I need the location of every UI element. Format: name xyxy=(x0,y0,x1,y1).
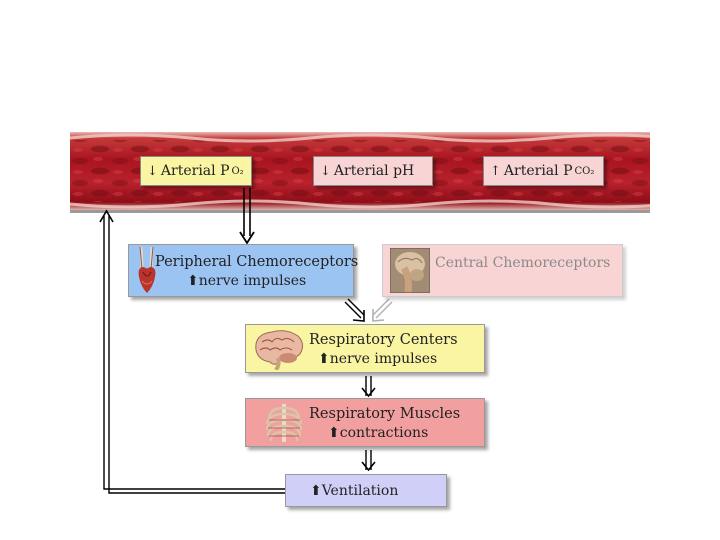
chip-label: Arterial P xyxy=(160,163,230,179)
central-title: Central Chemoreceptors xyxy=(435,255,611,271)
carotid-artery-icon xyxy=(138,247,156,293)
central-chemoreceptors-box: Central Chemoreceptors xyxy=(382,244,623,297)
feedback-loop-arrow xyxy=(99,209,285,494)
brain-icon xyxy=(255,330,304,370)
chip-subscript: O₂ xyxy=(231,165,244,177)
rib-cage-icon xyxy=(265,404,303,442)
muscles-detail-row: ⬆contractions xyxy=(328,425,428,441)
respiratory-centers-box: Respiratory Centers ⬆nerve impulses xyxy=(245,324,485,373)
blood-vessel-banner xyxy=(70,132,650,213)
peripheral-title: Peripheral Chemoreceptors xyxy=(155,254,359,270)
ventilation-box: ⬆Ventilation xyxy=(285,474,447,507)
arterial-po2-chip: ↓ Arterial P O₂ xyxy=(140,156,252,186)
up-arrow-icon: ⬆ xyxy=(328,425,340,441)
up-arrow-icon: ↑ xyxy=(490,163,501,179)
chip-label: Arterial pH xyxy=(333,163,415,179)
centers-to-muscles-arrow xyxy=(361,376,376,398)
muscles-detail: contractions xyxy=(339,425,429,441)
arterial-pco2-chip: ↑ Arterial P CO₂ xyxy=(483,156,604,186)
po2-to-peripheral-arrow xyxy=(239,188,255,245)
muscles-title: Respiratory Muscles xyxy=(309,406,461,422)
brainstem-icon xyxy=(390,248,430,293)
centers-title: Respiratory Centers xyxy=(309,332,458,348)
arterial-ph-chip: ↓ Arterial pH xyxy=(313,156,433,186)
muscles-to-ventilation-arrow xyxy=(361,450,376,472)
ventilation-title: Ventilation xyxy=(321,483,399,499)
peripheral-to-centers-arrow xyxy=(344,298,365,322)
up-arrow-icon: ⬆ xyxy=(318,351,330,367)
central-to-centers-arrow xyxy=(372,298,393,322)
peripheral-chemoreceptors-box: Peripheral Chemoreceptors ⬆nerve impulse… xyxy=(128,244,358,297)
peripheral-detail-row: ⬆nerve impulses xyxy=(187,273,306,289)
up-arrow-icon: ⬆ xyxy=(187,273,199,289)
down-arrow-icon: ↓ xyxy=(320,163,331,179)
respiratory-muscles-box: Respiratory Muscles ⬆contractions xyxy=(245,398,485,447)
peripheral-detail: nerve impulses xyxy=(198,273,307,289)
down-arrow-icon: ↓ xyxy=(147,163,158,179)
centers-detail: nerve impulses xyxy=(329,351,438,367)
ventilation-row: ⬆Ventilation xyxy=(310,483,398,499)
chip-label: Arterial P xyxy=(503,163,573,179)
chip-subscript: CO₂ xyxy=(574,165,595,177)
centers-detail-row: ⬆nerve impulses xyxy=(318,351,437,367)
up-arrow-icon: ⬆ xyxy=(310,483,322,499)
